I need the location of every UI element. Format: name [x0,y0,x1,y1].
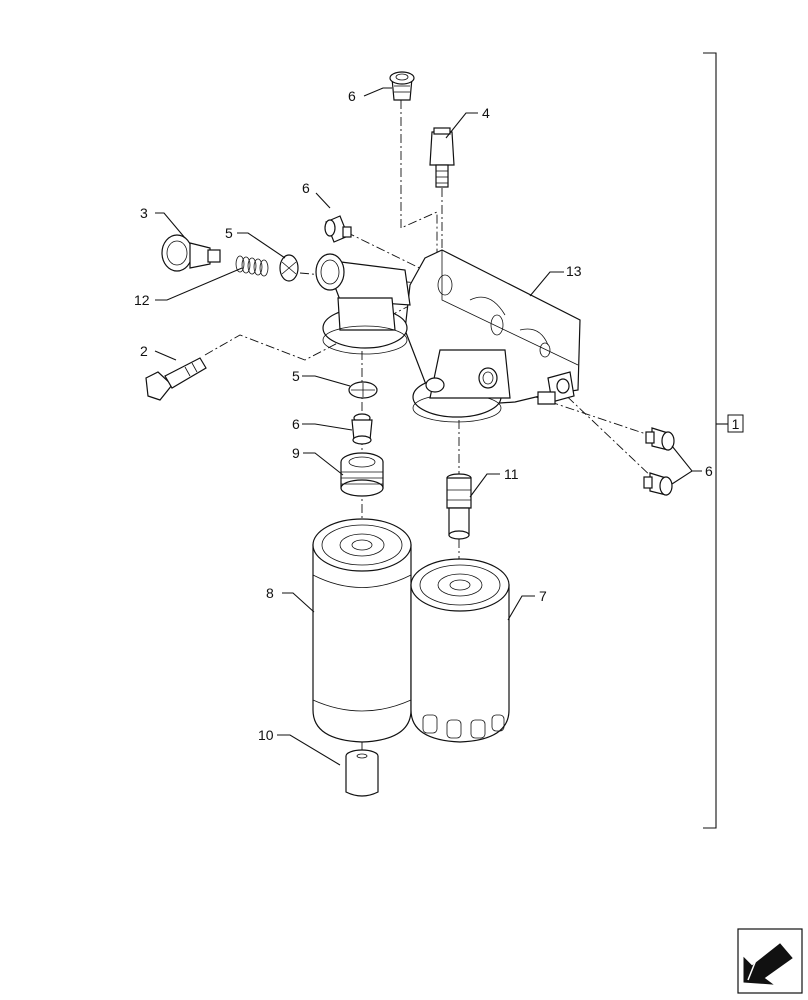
callout-6-top[interactable]: 6 [348,88,356,104]
callout-13[interactable]: 13 [566,263,582,279]
filter-head-casting [315,249,581,423]
sensor-4 [429,127,455,188]
fitting-11 [446,473,472,540]
callout-5-lower[interactable]: 5 [292,368,300,384]
callout-3[interactable]: 3 [140,205,148,221]
filter-canister-7 [410,558,510,743]
callout-labels: 6 4 6 3 5 12 13 2 5 6 9 11 8 7 10 6 [134,88,713,743]
plug-6-left [324,215,352,243]
plug-6-middle [351,413,373,445]
spring-12 [235,255,269,277]
valve-5-lower [348,381,378,399]
callout-5-upper[interactable]: 5 [225,225,233,241]
callout-8[interactable]: 8 [266,585,274,601]
callout-10[interactable]: 10 [258,727,274,743]
callout-7[interactable]: 7 [539,588,547,604]
callout-9[interactable]: 9 [292,445,300,461]
cap-3 [161,234,221,272]
callout-12[interactable]: 12 [134,292,150,308]
filter-canister-8 [312,518,412,743]
plug-6-right-upper [645,427,675,451]
plug-6-top [389,71,415,101]
valve-5-upper [279,254,299,282]
leader-lines [154,87,702,766]
callout-1-label: 1 [732,416,740,432]
plug-6-right-lower [643,472,673,496]
callout-6-left[interactable]: 6 [302,180,310,196]
callout-6-right[interactable]: 6 [705,463,713,479]
bolt-2 [145,357,207,401]
adapter-9 [340,452,384,497]
callout-6-middle[interactable]: 6 [292,416,300,432]
cup-10 [345,749,379,797]
callout-1-box[interactable]: 1 [727,414,744,433]
next-page-arrow-icon[interactable] [737,928,803,994]
assembly-bracket [703,52,728,829]
callout-11[interactable]: 11 [504,466,519,482]
callout-2[interactable]: 2 [140,343,148,359]
callout-4[interactable]: 4 [482,105,490,121]
